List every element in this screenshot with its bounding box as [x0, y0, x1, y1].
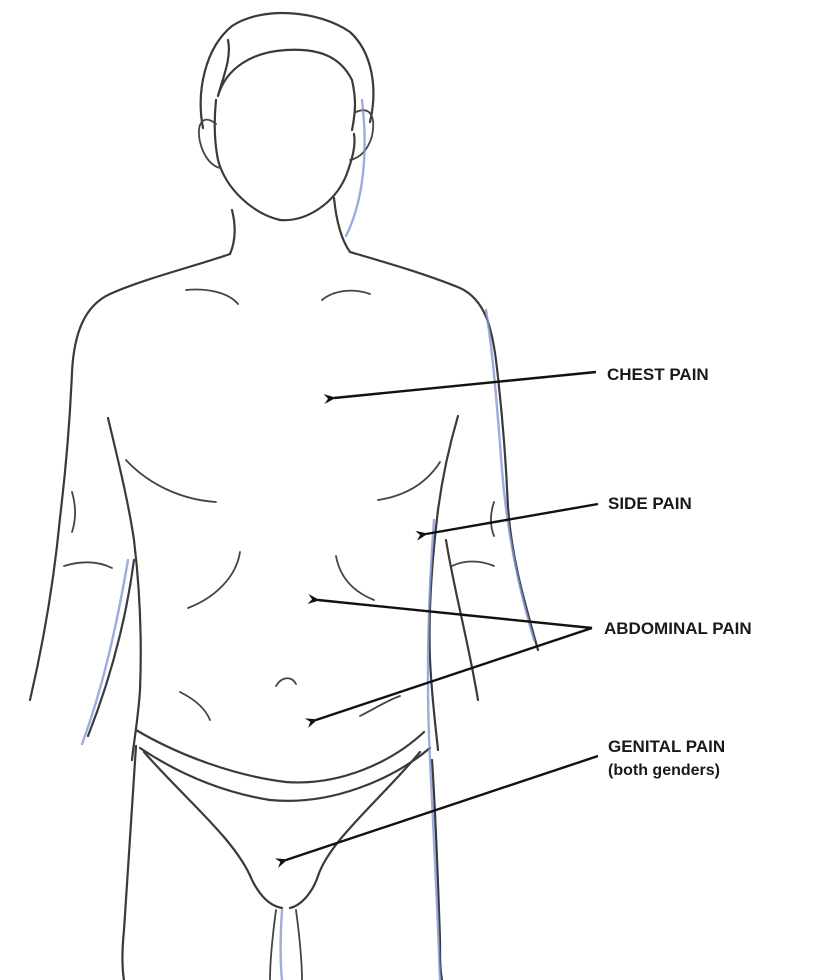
- right-arm-mark: [491, 502, 494, 536]
- genital-pain-sublabel: (both genders): [608, 762, 720, 779]
- body-outline: [30, 13, 538, 980]
- briefs-left-leg: [144, 752, 282, 908]
- left-leg: [123, 746, 137, 980]
- right-collarbone: [322, 291, 370, 300]
- right-rib-line: [336, 556, 374, 600]
- left-pectoral: [126, 460, 216, 502]
- inner-thighs: [270, 910, 302, 980]
- briefs-right-leg: [290, 752, 420, 908]
- abdominal-pain-arrow-lower: [316, 628, 592, 720]
- arrows: [286, 372, 598, 860]
- navel: [276, 678, 296, 686]
- labels: CHEST PAIN SIDE PAIN ABDOMINAL PAIN GENI…: [604, 365, 752, 779]
- briefs-waistband: [136, 730, 424, 782]
- left-collarbone: [186, 290, 238, 304]
- left-rib-line: [188, 552, 240, 608]
- blue-shading: [82, 100, 534, 980]
- right-shoulder: [350, 252, 538, 650]
- side-pain-arrow: [426, 504, 598, 534]
- genital-pain-arrow: [286, 756, 598, 860]
- right-leg: [432, 760, 442, 980]
- left-arm-mark: [72, 492, 75, 532]
- head-outline: [201, 13, 374, 220]
- right-elbow-crease: [452, 562, 494, 567]
- genital-pain-label: GENITAL PAIN: [608, 737, 725, 756]
- left-elbow-crease: [64, 562, 112, 568]
- abdominal-pain-arrow-upper: [318, 600, 592, 628]
- left-hip-line: [180, 692, 210, 720]
- abdominal-pain-label: ABDOMINAL PAIN: [604, 619, 752, 638]
- neck-outline: [230, 198, 350, 254]
- chest-pain-label: CHEST PAIN: [607, 365, 709, 384]
- right-pectoral: [378, 462, 440, 500]
- left-shoulder: [30, 254, 230, 700]
- chest-pain-arrow: [334, 372, 596, 398]
- side-pain-label: SIDE PAIN: [608, 494, 692, 513]
